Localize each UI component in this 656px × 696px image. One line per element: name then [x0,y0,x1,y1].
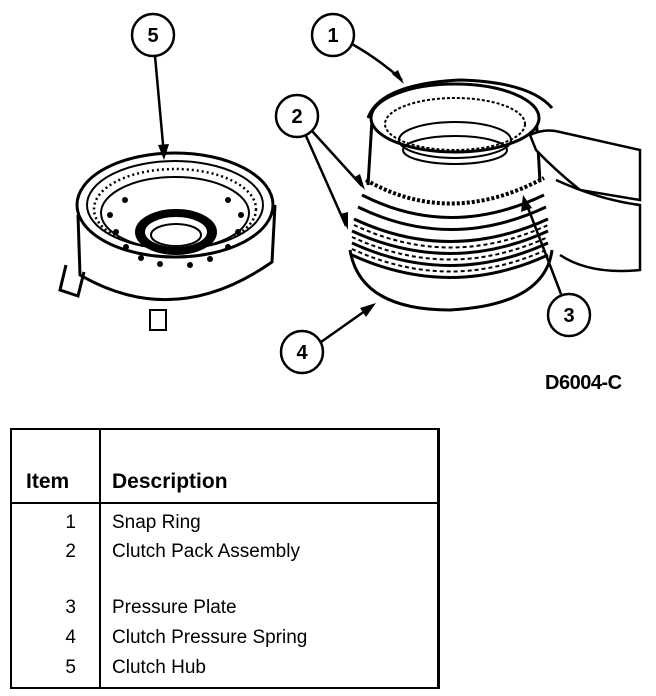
legend-item-description: Clutch Pack Assembly [112,541,300,562]
callout-4: 4 [279,303,376,375]
callout-1-label: 1 [327,25,338,47]
legend-header-item: Item [26,470,70,493]
legend-row: 3 Pressure Plate [12,597,437,625]
legend-row: 4 Clutch Pressure Spring [12,627,437,655]
callout-1: 1 [310,12,404,84]
legend-item-description: Pressure Plate [112,597,237,618]
legend-item-description: Clutch Hub [112,657,206,678]
legend-item-number: 4 [65,627,76,648]
callout-2-label: 2 [291,106,302,128]
legend-item-number: 5 [65,657,76,678]
callout-4-label: 4 [296,342,308,364]
legend-row: 1 Snap Ring [12,512,437,540]
callout-5: 5 [130,12,176,160]
legend-row: 2 Clutch Pack Assembly [12,541,437,569]
callout-3: 3 [521,195,592,338]
clutch-hub-drawing [58,151,277,331]
callout-3-label: 3 [563,305,574,327]
exploded-view-illustration: 5 1 2 3 4 [58,12,642,375]
legend-item-number: 2 [65,541,76,562]
callout-2: 2 [274,93,365,230]
legend-row: 5 Clutch Hub [12,657,437,685]
legend-header-divider [12,502,437,504]
legend-item-number: 1 [65,512,76,533]
legend-column-divider [99,430,101,687]
legend-header-description: Description [112,470,228,493]
legend-table: Item Description 1 Snap Ring 2 Clutch Pa… [10,428,440,689]
callout-5-label: 5 [147,25,158,47]
legend-item-description: Clutch Pressure Spring [112,627,308,648]
legend-item-description: Snap Ring [112,512,201,533]
clutch-pack-drawing [348,78,642,312]
figure-code: D6004-C [545,372,622,394]
legend-item-number: 3 [65,597,76,618]
